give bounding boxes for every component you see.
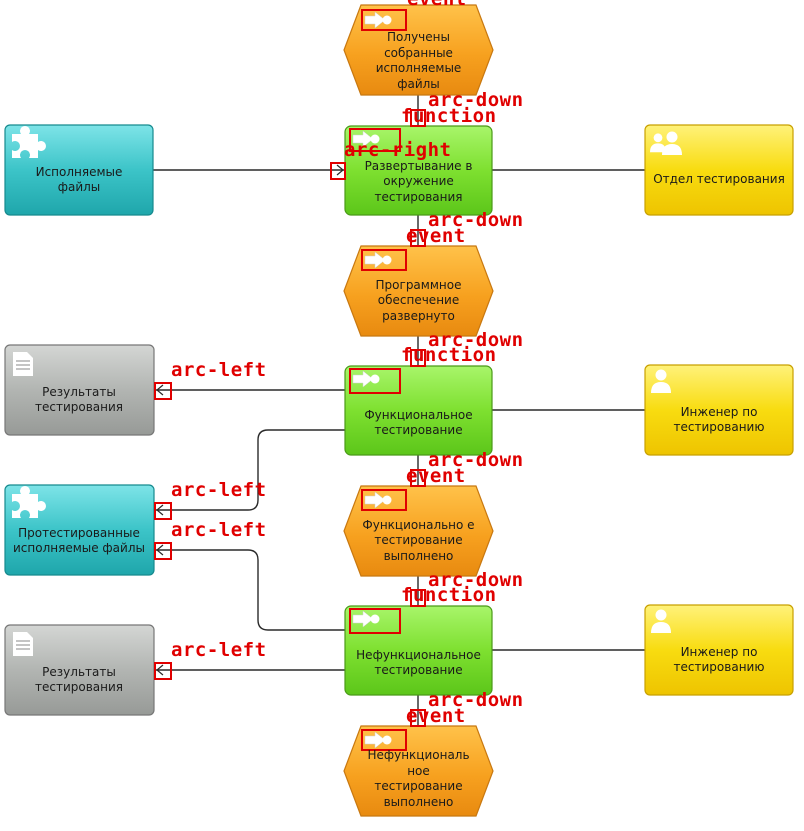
- tag-event-4: event: [406, 705, 466, 727]
- event-label-1: Получены собранные исполняемые файлы: [375, 30, 462, 91]
- tag-arc-left-1: arc-left: [171, 359, 267, 381]
- annotation-boxes: [154, 9, 426, 751]
- org-label-testing-dept: Отдел тестирования: [653, 172, 785, 187]
- tag-arc-left-2: arc-left: [171, 479, 267, 501]
- document-icon: [12, 351, 34, 377]
- tag-function-1: function: [401, 105, 497, 127]
- tag-function-3: function: [401, 584, 497, 606]
- tag-arc-down-3: arc-down: [428, 329, 524, 351]
- org-unit-node-testing-dept[interactable]: [644, 124, 794, 216]
- component-label-executables: Исполняемые файлы: [35, 164, 123, 195]
- event-node-4[interactable]: [343, 725, 494, 817]
- tag-arc-right: arc-right: [344, 139, 452, 161]
- role-node-test-engineer-2[interactable]: [644, 604, 794, 696]
- tag-arc-down-6: arc-down: [428, 689, 524, 711]
- document-label-results-2: Результаты тестирования: [34, 664, 123, 695]
- connector-fn3-out2: [154, 549, 345, 631]
- document-label-results-1: Результаты тестирования: [34, 384, 123, 415]
- role-label-1: Инженер по тестированию: [673, 404, 765, 435]
- connectors: [153, 95, 645, 726]
- component-node-tested-executables[interactable]: [4, 484, 155, 576]
- document-icon: [12, 631, 34, 657]
- role-label-2: Инженер по тестированию: [673, 644, 765, 675]
- tag-arc-down-5: arc-down: [428, 569, 524, 591]
- event-node-1[interactable]: [343, 4, 494, 96]
- tag-event-2: event: [406, 225, 466, 247]
- tag-function-2: function: [401, 344, 497, 366]
- component-node-executables[interactable]: [4, 124, 154, 216]
- tag-arc-down-4: arc-down: [428, 449, 524, 471]
- tag-event-3: event: [406, 465, 466, 487]
- arc-end-markers: [156, 164, 344, 676]
- tag-arc-left-4: arc-left: [171, 639, 267, 661]
- tag-arc-down-2: arc-down: [428, 209, 524, 231]
- connector-fn2-out2: [154, 429, 345, 511]
- event-label-3: Функционально е тестирование выполнено: [362, 517, 475, 563]
- role-node-test-engineer-1[interactable]: [644, 364, 794, 456]
- function-label-1: Развертывание в окружение тестирования: [364, 158, 473, 204]
- event-label-4: Нефункциональ ное тестирование выполнено: [367, 748, 470, 809]
- event-node-2[interactable]: [343, 245, 494, 337]
- component-label-tested-executables: Протестированные исполняемые файлы: [13, 525, 145, 556]
- function-label-3: Нефункциональное тестирование: [356, 647, 481, 678]
- tag-event-1: event: [407, 0, 467, 9]
- tag-arc-down-1: arc-down: [428, 89, 524, 111]
- event-node-3[interactable]: [343, 485, 494, 577]
- function-label-2: Функциональное тестирование: [364, 407, 473, 438]
- tag-arc-left-3: arc-left: [171, 519, 267, 541]
- event-label-2: Программное обеспечение развернуто: [375, 277, 462, 323]
